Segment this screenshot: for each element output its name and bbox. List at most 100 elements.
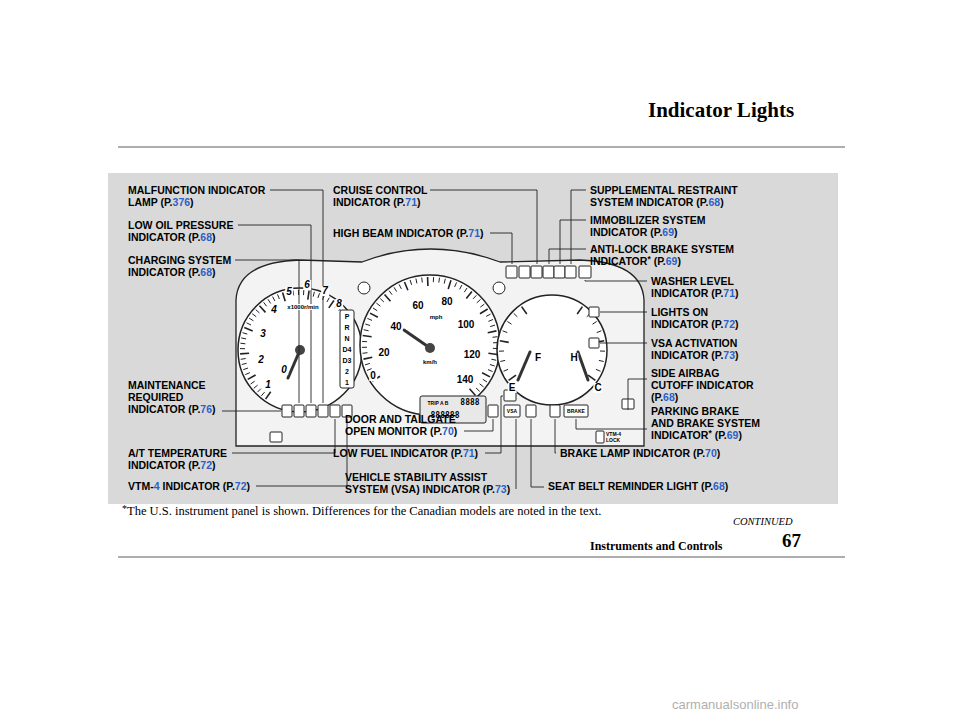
callout-label: LIGHTS ON INDICATOR (P.72) [651, 306, 749, 330]
indicator-icon [270, 432, 282, 442]
dial-number: 120 [463, 350, 482, 360]
label-text: D4 [343, 346, 352, 353]
callout-label: SUPPLEMENTAL RESTRAINT SYSTEM INDICATOR … [590, 184, 750, 208]
dial-tick [244, 328, 252, 331]
dial-tick [593, 322, 597, 325]
dial-tick [416, 279, 417, 284]
dial-tick [470, 389, 476, 396]
label-text: 8888 [460, 398, 479, 407]
dial-tick [293, 290, 295, 295]
dial-tick [473, 295, 476, 299]
label-text: LOW OIL PRESSURE INDICATOR (P. [128, 219, 233, 243]
trip-knob [358, 282, 370, 294]
callout-label: VEHICLE STABILITY ASSIST SYSTEM (VSA) IN… [345, 471, 521, 495]
grey-panel [108, 173, 838, 504]
dial-number: 1 [264, 380, 272, 390]
dial-tick [405, 282, 408, 290]
dial-tick [522, 307, 527, 314]
dial-tick [243, 368, 248, 370]
dial-number: 80 [440, 297, 453, 307]
dial-number: 6 [303, 280, 311, 290]
label-text: SEAT BELT REMINDER LIGHT (P. [548, 480, 713, 492]
page-title: Indicator Lights [648, 98, 794, 123]
dial-number: 5 [285, 287, 293, 297]
dial-number: 2 [257, 355, 265, 365]
dial-tick [303, 290, 304, 295]
gauge-needle [288, 330, 588, 380]
dial-tick [241, 358, 246, 360]
section-name: Instruments and Controls [590, 539, 722, 554]
callout-label: BRAKE LAMP INDICATOR (P.70) [560, 447, 790, 459]
dial-tick [577, 307, 582, 314]
leader-line [555, 419, 556, 453]
dial-tick [421, 278, 423, 283]
label-text: carmanualsonline.info [672, 697, 798, 712]
dial-number: 100 [457, 320, 476, 330]
watermark: carmanualsonline.info [672, 697, 798, 712]
trip-legend: TRIP A B [428, 401, 449, 406]
dial-tick [329, 301, 334, 308]
label-text: ) [735, 287, 739, 299]
dial-legend: km/h [422, 359, 438, 365]
label-text: Instruments and Controls [590, 539, 722, 553]
dial-tick [500, 360, 505, 361]
dial-tick [488, 320, 493, 322]
dial-tick [480, 384, 484, 387]
callout-label: ANTI-LOCK BRAKE SYSTEM INDICATOR*(P.69) [590, 243, 746, 268]
dial-tick [488, 353, 497, 354]
label-text: E [509, 382, 516, 393]
dial-tick [318, 293, 320, 298]
label-text: ) [454, 425, 458, 437]
dial-tick [483, 379, 487, 382]
gear-letter: D3 [343, 357, 352, 364]
dial-tick [448, 280, 451, 289]
dial-number: 0 [369, 371, 377, 381]
indicator-icon [565, 266, 576, 278]
label-text: CONTINUED [733, 516, 793, 527]
dial-tick [254, 385, 258, 388]
dial-tick [389, 291, 392, 295]
label-text: VEHICLE STABILITY ASSIST SYSTEM (VSA) IN… [345, 471, 495, 495]
page-reference: 69 [666, 255, 678, 267]
label-text: 120 [464, 349, 481, 360]
page-number: 67 [782, 530, 801, 552]
dial-tick [466, 291, 472, 298]
icon-text: BRAKE [567, 409, 585, 414]
label-text: 20 [378, 347, 389, 358]
label-text: H [570, 352, 577, 363]
label-text: 5 [286, 286, 292, 297]
label-text: ) [475, 447, 479, 459]
page-reference: 72 [235, 480, 247, 492]
needle-hub [425, 343, 435, 353]
page-reference: 73 [723, 349, 735, 361]
label-text: ) [480, 227, 484, 239]
label-text: BRAKE [567, 408, 585, 414]
gauge-needle [518, 352, 530, 380]
dial-number: 40 [389, 322, 402, 332]
dial-number: 3 [259, 329, 267, 339]
label-text: F [535, 352, 541, 363]
dial-tick [480, 304, 484, 307]
cluster-housing [236, 249, 644, 446]
dial-tick [264, 302, 267, 306]
label-text: WASHER LEVEL INDICATOR (P. [651, 275, 734, 299]
leader-line [485, 396, 503, 453]
label-text: 67 [782, 530, 801, 551]
label-text: ) [507, 483, 511, 495]
dial-number: 0 [280, 365, 288, 375]
gear-letter: D4 [343, 346, 352, 353]
leader-line [531, 419, 544, 487]
dial-tick [376, 303, 380, 306]
label-text: LIGHTS ON INDICATOR (P. [651, 306, 723, 330]
indicator-icon [506, 266, 517, 278]
page-reference: 73 [495, 483, 507, 495]
indicator-icon [504, 405, 520, 417]
footnote-mark: * [122, 503, 127, 514]
dial-tick [490, 365, 495, 367]
label-text: ) [735, 318, 739, 330]
dial-number: 8 [335, 299, 343, 309]
dial-number: F [534, 353, 542, 363]
label-text: N [344, 335, 349, 342]
dial-tick [491, 359, 496, 360]
